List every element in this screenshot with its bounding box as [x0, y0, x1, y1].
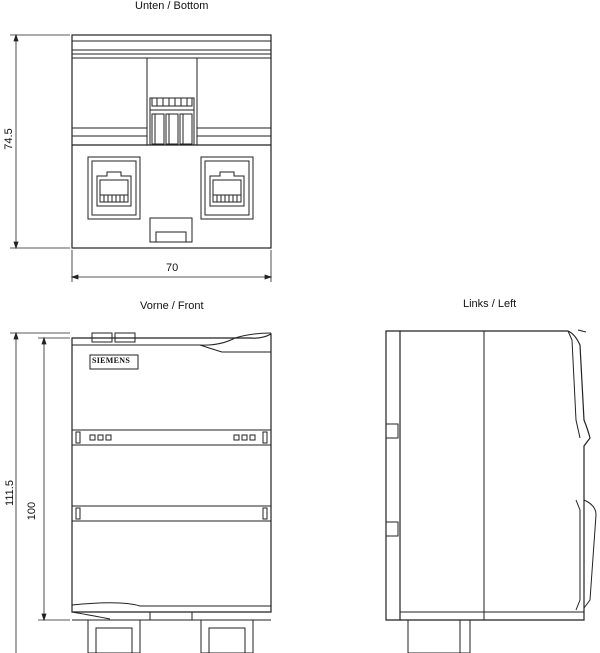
- left-view-title: Links / Left: [463, 298, 517, 310]
- dimension-bottom-width: 70: [166, 262, 179, 274]
- dimension-line-front-total: [10, 331, 70, 653]
- front-view: [10, 331, 272, 653]
- rj45-port-right: [200, 156, 254, 220]
- dimension-line-bottom-width: [70, 250, 273, 282]
- dimension-line-bottom-height: [10, 33, 70, 250]
- brand-plate: [89, 354, 139, 370]
- bottom-view: [10, 33, 273, 282]
- brand-logo: SIEMENS: [92, 356, 131, 365]
- front-view-title: Vorne / Front: [140, 300, 204, 312]
- connector-right: [200, 619, 254, 653]
- left-view: [385, 329, 597, 653]
- lower-strip: [71, 505, 272, 522]
- din-rail-latch: [149, 217, 193, 243]
- led-strip: [71, 429, 272, 446]
- bottom-view-title: Unten / Bottom: [135, 0, 209, 12]
- rj45-port-left: [87, 156, 141, 220]
- dimension-line-front-body: [38, 336, 70, 622]
- connector-left: [87, 619, 141, 653]
- terminal-block: [149, 97, 195, 146]
